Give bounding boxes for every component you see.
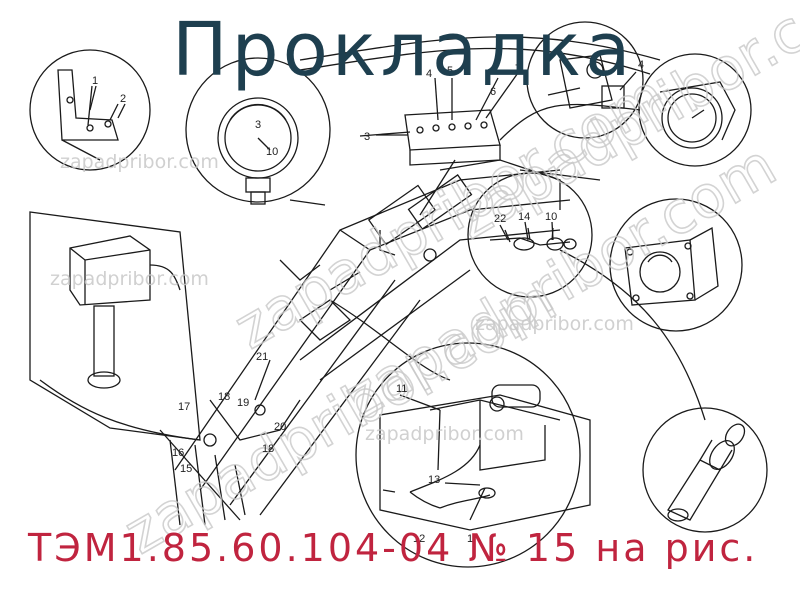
- callout-15: 15: [180, 463, 192, 475]
- watermark-3: zapadpribor.com: [475, 313, 634, 335]
- conduit-top: [299, 36, 661, 61]
- watermark-1: zapadpribor.com: [60, 151, 219, 173]
- pressure-gauge-circle: [185, 57, 331, 205]
- gauge-number-3: 3: [255, 119, 261, 131]
- callout-20: 20: [274, 421, 286, 433]
- callout-14: 14: [518, 211, 530, 223]
- callout-11: 11: [396, 383, 407, 395]
- callout-4b: 4: [638, 59, 644, 71]
- callout-labels: 1 2 3 4 5 6 7 4 22 14 10 11 13 12 1 21 1…: [92, 59, 644, 545]
- manifold-detail-circle: [355, 342, 591, 568]
- callout-5: 5: [447, 65, 453, 77]
- callout-19: 19: [237, 397, 249, 409]
- gauge-number-10: 10: [266, 146, 278, 158]
- bracket-detail-circle: [29, 49, 151, 171]
- callout-3: 3: [364, 131, 370, 143]
- watermark-4: zapadpribor.com: [365, 423, 524, 445]
- page-title: Прокладка: [172, 7, 635, 93]
- callout-18b: 18: [262, 443, 274, 455]
- callout-10: 10: [545, 211, 557, 223]
- callout-16: 16: [172, 447, 184, 459]
- plug-detail-circle: [642, 407, 768, 533]
- junction-box-detail: [29, 211, 201, 441]
- ammeter-detail-circle: [609, 198, 743, 332]
- watermark-2: zapadpribor.com: [50, 268, 209, 290]
- linework: [29, 21, 768, 568]
- callout-2: 2: [120, 93, 126, 105]
- callout-4a: 4: [426, 68, 432, 80]
- callout-17: 17: [178, 401, 190, 413]
- callout-12: 12: [413, 533, 425, 545]
- callout-1-bottom: 1: [467, 533, 473, 545]
- part-caption: ТЭМ1.85.60.104-04 № 15 на рис.: [28, 526, 759, 570]
- fittings-detail-circle: [467, 172, 593, 298]
- callout-1: 1: [92, 75, 98, 87]
- connector-panel: [359, 69, 521, 166]
- callout-6: 6: [490, 86, 496, 98]
- callout-22: 22: [494, 213, 506, 225]
- callout-18a: 18: [218, 391, 230, 403]
- callout-13: 13: [428, 474, 440, 486]
- sensor-detail-circle: [526, 21, 644, 139]
- callout-7: 7: [515, 63, 521, 75]
- callout-21: 21: [256, 351, 268, 363]
- conduit-top-inner: [299, 47, 651, 75]
